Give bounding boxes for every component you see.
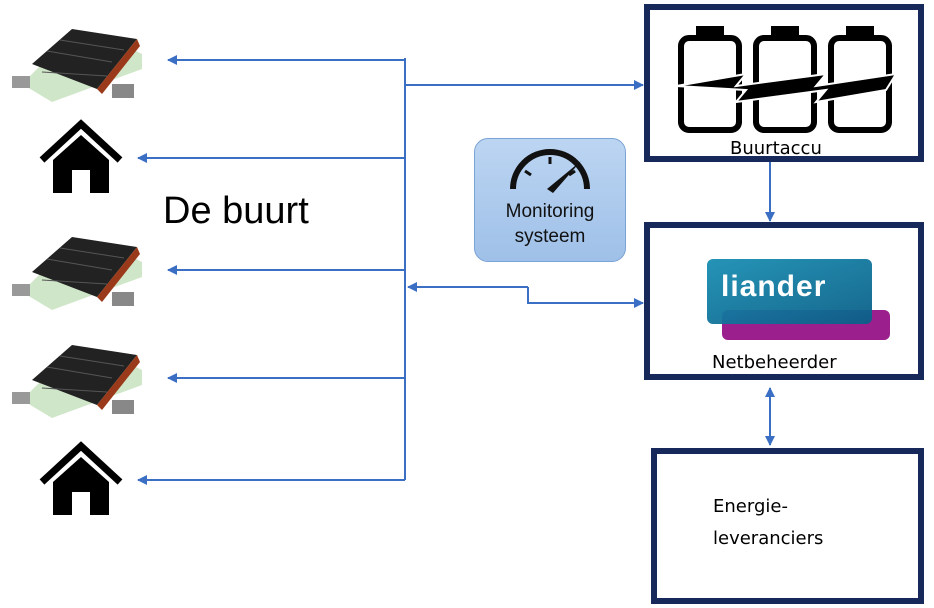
suppliers-label-1: Energie- — [713, 496, 788, 517]
suppliers-label-2: leveranciers — [713, 528, 824, 549]
solar-house-icon — [12, 345, 142, 418]
battery-node: Buurtaccu — [644, 4, 924, 162]
house-icon — [39, 119, 123, 193]
monitoring-label-1: Monitoring — [505, 201, 595, 222]
house-icon — [39, 441, 123, 515]
battery-icon — [676, 26, 896, 133]
solar-house-icon — [12, 237, 142, 310]
energy-suppliers-node: Energie- leveranciers — [651, 448, 924, 604]
grid-operator-label: Netbeheerder — [712, 352, 837, 373]
gauge-icon — [510, 149, 590, 193]
arrow-to-netbeheerder — [527, 287, 644, 308]
battery-label: Buurtaccu — [730, 138, 822, 159]
grid-operator-node: liander Netbeheerder — [644, 222, 924, 380]
liander-logo: liander — [707, 259, 872, 324]
logo-text: liander — [721, 270, 827, 303]
monitoring-system-node: Monitoring systeem — [474, 138, 626, 262]
solar-house-icon — [12, 29, 142, 102]
monitoring-label-2: systeem — [514, 226, 586, 247]
neighbourhood-title: De buurt — [163, 190, 309, 232]
